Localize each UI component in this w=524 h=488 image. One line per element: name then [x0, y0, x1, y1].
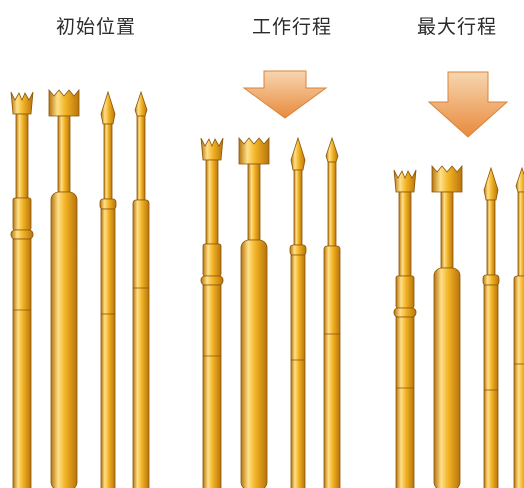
plunger-shaft	[440, 191, 454, 269]
probe-group-initial-position	[10, 88, 150, 488]
plunger-shaft	[293, 169, 303, 246]
probe-wide-crown-head	[48, 88, 80, 488]
barrel-ring	[289, 244, 307, 256]
barrel-body	[240, 239, 268, 488]
barrel-lower	[12, 238, 32, 488]
barrel-body	[50, 191, 78, 488]
probe-pointed-tip	[323, 136, 341, 488]
barrel-ring	[10, 229, 34, 240]
crown-head	[200, 137, 224, 161]
plunger-shaft	[205, 159, 219, 245]
probe-spear-tip	[482, 166, 500, 488]
plunger-shaft	[103, 123, 113, 200]
plunger-shaft	[57, 115, 71, 193]
spear-tip	[290, 136, 306, 171]
spear-tip	[483, 166, 499, 201]
crown-head	[393, 169, 417, 193]
wide-crown-head	[238, 136, 270, 165]
barrel-lower	[395, 316, 415, 488]
probe-pointed-tip	[513, 166, 524, 488]
probe-wide-crown-head	[431, 164, 463, 488]
label-initial-position: 初始位置	[55, 16, 137, 38]
plunger-shaft	[398, 191, 412, 277]
probe-spear-tip	[99, 90, 117, 488]
pointed-tip	[325, 136, 339, 163]
barrel-ring	[99, 198, 117, 210]
plunger-shaft	[247, 163, 261, 241]
wide-crown-head	[431, 164, 463, 193]
barrel-upper	[202, 243, 222, 277]
probe-groups	[10, 88, 524, 488]
plunger-shaft	[136, 115, 146, 201]
plunger-shaft	[486, 199, 496, 276]
barrel-body	[323, 245, 341, 488]
label-max-stroke: 最大行程	[416, 16, 498, 38]
barrel-upper	[395, 275, 415, 309]
probe-pointed-tip	[132, 90, 150, 488]
barrel-body	[290, 254, 306, 488]
probe-crown-head	[393, 169, 417, 488]
crown-head	[10, 91, 34, 115]
probe-crown-head	[10, 91, 34, 488]
barrel-body	[132, 199, 150, 488]
barrel-body	[483, 284, 499, 488]
probe-crown-head	[200, 137, 224, 488]
probe-group-max-stroke	[393, 164, 524, 488]
down-arrow-working	[242, 70, 328, 119]
barrel-ring	[393, 307, 417, 318]
pointed-tip	[515, 166, 524, 193]
wide-crown-head	[48, 88, 80, 117]
plunger-shaft	[15, 113, 29, 199]
barrel-body	[433, 267, 461, 488]
label-working-stroke: 工作行程	[251, 16, 333, 38]
plunger-shaft	[517, 191, 524, 277]
plunger-shaft	[327, 161, 337, 247]
spear-tip	[100, 90, 116, 125]
pointed-tip	[134, 90, 148, 117]
barrel-body	[513, 275, 524, 488]
probe-group-working-stroke	[200, 136, 341, 488]
probe-wide-crown-head	[238, 136, 270, 488]
probe-spear-tip	[289, 136, 307, 488]
barrel-lower	[202, 284, 222, 488]
barrel-ring	[482, 274, 500, 286]
barrel-ring	[200, 275, 224, 286]
down-arrow-max	[427, 71, 509, 138]
barrel-body	[100, 208, 116, 488]
barrel-upper	[12, 197, 32, 231]
